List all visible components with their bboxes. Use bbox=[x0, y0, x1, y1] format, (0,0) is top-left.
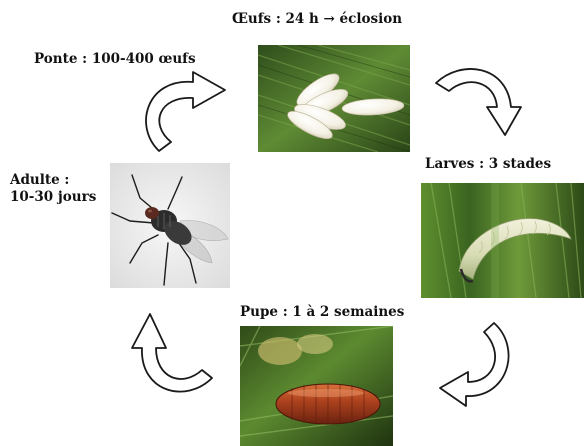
curved-arrow-icon bbox=[128, 308, 218, 400]
eggs-photo bbox=[258, 45, 410, 152]
label-adulte-line1: Adulte : bbox=[10, 172, 96, 189]
label-adulte-line2: 10-30 jours bbox=[10, 189, 96, 206]
label-adulte: Adulte : 10-30 jours bbox=[10, 172, 96, 206]
label-oeufs: Œufs : 24 h → éclosion bbox=[232, 11, 402, 28]
curved-arrow-icon bbox=[436, 320, 516, 415]
label-pupe: Pupe : 1 à 2 semaines bbox=[240, 304, 404, 321]
curved-arrow-icon bbox=[137, 66, 229, 154]
label-larves: Larves : 3 stades bbox=[425, 156, 551, 173]
pupa-photo bbox=[240, 326, 393, 446]
fly-photo bbox=[110, 163, 230, 288]
larva-photo bbox=[421, 183, 584, 298]
curved-arrow-icon bbox=[433, 63, 523, 139]
